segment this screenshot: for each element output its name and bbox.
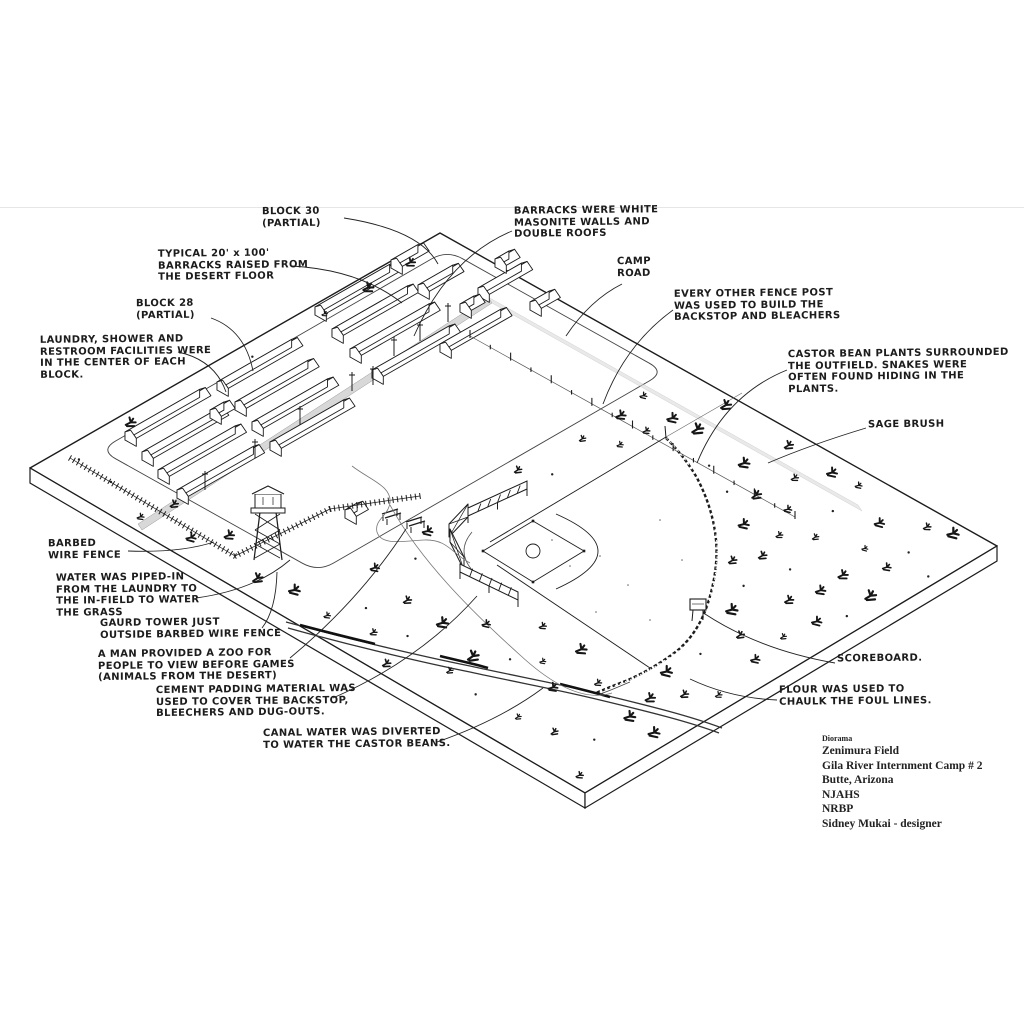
caption-location: Butte, Arizona — [822, 774, 894, 786]
annotation-barbed-wire: BARBED WIRE FENCE — [47, 537, 122, 561]
camp-boundary — [107, 254, 658, 568]
annotation-typical-barracks: TYPICAL 20' x 100' BARRACKS RAISED FROM … — [157, 247, 309, 283]
caption-nrbp: NRBP — [822, 803, 854, 815]
baseball-field — [463, 392, 743, 669]
bleachers — [459, 480, 528, 607]
caption-diorama: Diorama — [822, 734, 853, 743]
outfield-fence-posts — [469, 330, 796, 519]
barracks-block-28 — [124, 337, 369, 525]
annotation-barracks-white: BARRACKS WERE WHITE MASONITE WALLS AND D… — [513, 204, 659, 240]
caption-njahs: NJAHS — [822, 788, 860, 801]
utility-poles — [202, 303, 451, 490]
annotation-fence-post: EVERY OTHER FENCE POST WAS USED TO BUILD… — [673, 287, 841, 323]
annotation-sage-brush: SAGE BRUSH — [867, 418, 945, 431]
scoreboard — [689, 598, 707, 622]
annotation-guard-tower: GAURD TOWER JUST OUTSIDE BARBED WIRE FEN… — [99, 616, 282, 641]
caption-block: Diorama Zenimura Field Gila River Intern… — [822, 734, 982, 831]
annotation-block-30: BLOCK 30 (PARTIAL) — [261, 205, 321, 229]
diorama-base — [29, 232, 998, 810]
annotation-camp-road: CAMP ROAD — [616, 255, 651, 279]
annotation-canal-water: CANAL WATER WAS DIVERTED TO WATER THE CA… — [262, 726, 451, 751]
annotation-zoo: A MAN PROVIDED A ZOO FOR PEOPLE TO VIEW … — [97, 647, 295, 684]
zoo-tables — [381, 508, 426, 533]
annotation-scoreboard: SCOREBOARD. — [836, 652, 923, 665]
guard-tower — [250, 485, 286, 561]
annotation-cement: CEMENT PADDING MATERIAL WAS USED TO COVE… — [155, 682, 356, 720]
castor-bean-boundary — [595, 425, 718, 695]
annotation-block-28: BLOCK 28 (PARTIAL) — [135, 297, 195, 321]
annotation-water-piped: WATER WAS PIPED-IN FROM THE LAUNDRY TO T… — [55, 571, 200, 619]
sage-brush-field — [77, 256, 960, 779]
annotation-laundry: LAUNDRY, SHOWER AND RESTROOM FACILITIES … — [39, 333, 212, 381]
caption-camp-name: Gila River Internment Camp # 2 — [822, 759, 983, 772]
barracks-block-30 — [314, 242, 561, 385]
annotation-flour: FLOUR WAS USED TO CHAULK THE FOUL LINES. — [778, 683, 932, 708]
annotation-castor-beans: CASTOR BEAN PLANTS SURROUNDED THE OUTFIE… — [787, 346, 1009, 395]
foot-paths — [351, 465, 613, 696]
canal — [285, 621, 723, 734]
backstop — [448, 503, 469, 571]
scan-artifact-line — [0, 207, 1024, 208]
caption-designer: Sidney Mukai - designer — [822, 817, 942, 830]
leader-lines — [127, 217, 867, 743]
caption-field-name: Zenimura Field — [822, 745, 899, 757]
